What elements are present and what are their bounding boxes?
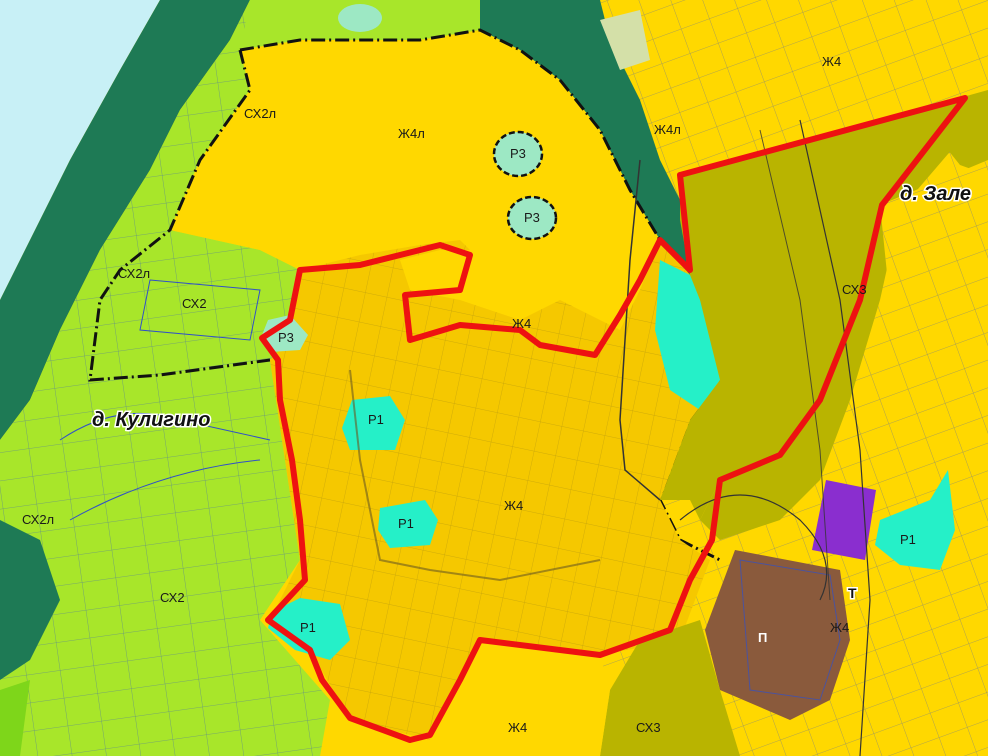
recreation-zone-r1-b[interactable] bbox=[378, 500, 438, 548]
zone-label-sx3-top: СХ3 bbox=[842, 282, 867, 297]
recreation-zone-r3-left[interactable] bbox=[262, 315, 308, 352]
zone-label-r3-a: Р3 bbox=[510, 146, 526, 161]
agricultural-zone-sx3-south bbox=[600, 620, 740, 756]
recreation-pond-north bbox=[338, 4, 382, 32]
zone-label-r1-c: Р1 bbox=[300, 620, 316, 635]
zone-label-j4-top: Ж4 bbox=[822, 54, 841, 69]
zone-label-j4-bottom: Ж4 bbox=[508, 720, 527, 735]
project-boundary[interactable] bbox=[259, 95, 968, 743]
recreation-zone-r3-b[interactable] bbox=[506, 195, 558, 241]
parcel-line-west-2 bbox=[69, 459, 261, 521]
recreation-zone-r1-east[interactable] bbox=[875, 470, 955, 570]
road-center bbox=[349, 369, 601, 582]
zone-label-r1-b: Р1 bbox=[398, 516, 414, 531]
zone-label-sx3-bottom: СХ3 bbox=[636, 720, 661, 735]
zone-label-p: П bbox=[758, 630, 767, 645]
parcel-block-west bbox=[139, 279, 261, 341]
settlement-boundary-west bbox=[88, 49, 271, 382]
zone-label-j4-notch: Ж4 bbox=[512, 316, 531, 331]
parcel-grid-west bbox=[0, 0, 330, 756]
zone-label-sx2l-top: СХ2л bbox=[244, 106, 276, 121]
meadow-north bbox=[600, 10, 650, 70]
forest-southwest bbox=[0, 520, 60, 680]
residential-zone-j4l bbox=[170, 30, 660, 330]
industrial-parcels bbox=[739, 559, 841, 701]
road-east bbox=[799, 119, 871, 756]
parcel-grid-east-2 bbox=[860, 160, 988, 756]
settlement-boundary-north bbox=[239, 28, 561, 82]
zone-label-r3-b: Р3 bbox=[524, 210, 540, 225]
forest-stream bbox=[480, 0, 700, 275]
zone-label-sx2-mid: СХ2 bbox=[182, 296, 207, 311]
road-loop bbox=[679, 494, 828, 601]
agricultural-zone-sx3-corner bbox=[940, 95, 988, 175]
village-label-zale: д. Зале bbox=[900, 183, 971, 205]
zone-label-j4l-right: Ж4л bbox=[654, 122, 681, 137]
village-label-kuligino: д. Кулигино bbox=[92, 409, 210, 431]
recreation-zone-r3-a[interactable] bbox=[492, 130, 544, 178]
parcel-grid-center bbox=[270, 240, 720, 740]
zone-label-r3-left: Р3 bbox=[278, 330, 294, 345]
parcel-line-west-1 bbox=[59, 412, 271, 441]
agricultural-zone-sx3 bbox=[660, 95, 970, 520]
zone-label-r1-right: Р1 bbox=[900, 532, 916, 547]
agri-pocket-south bbox=[0, 680, 30, 756]
railway-line bbox=[619, 159, 661, 501]
recreation-zone-r1-c[interactable] bbox=[268, 598, 350, 660]
zone-label-j4l-center: Ж4л bbox=[398, 126, 425, 141]
forest-west bbox=[0, 0, 250, 440]
zone-label-sx2-low: СХ2 bbox=[160, 590, 185, 605]
zone-label-r1-a: Р1 bbox=[368, 412, 384, 427]
zone-label-sx2l-mid: СХ2л bbox=[118, 266, 150, 281]
recreation-strip-stream[interactable] bbox=[655, 260, 730, 410]
zone-label-t: Т bbox=[848, 585, 857, 601]
zone-label-j4-center: Ж4 bbox=[504, 498, 523, 513]
river bbox=[0, 0, 160, 300]
transport-zone-purple[interactable] bbox=[812, 480, 876, 560]
zone-label-sx2l-left: СХ2л bbox=[22, 512, 54, 527]
road-east-2 bbox=[759, 129, 831, 601]
zone-label-j4-right: Ж4 bbox=[830, 620, 849, 635]
industrial-zone-p[interactable] bbox=[705, 550, 850, 720]
